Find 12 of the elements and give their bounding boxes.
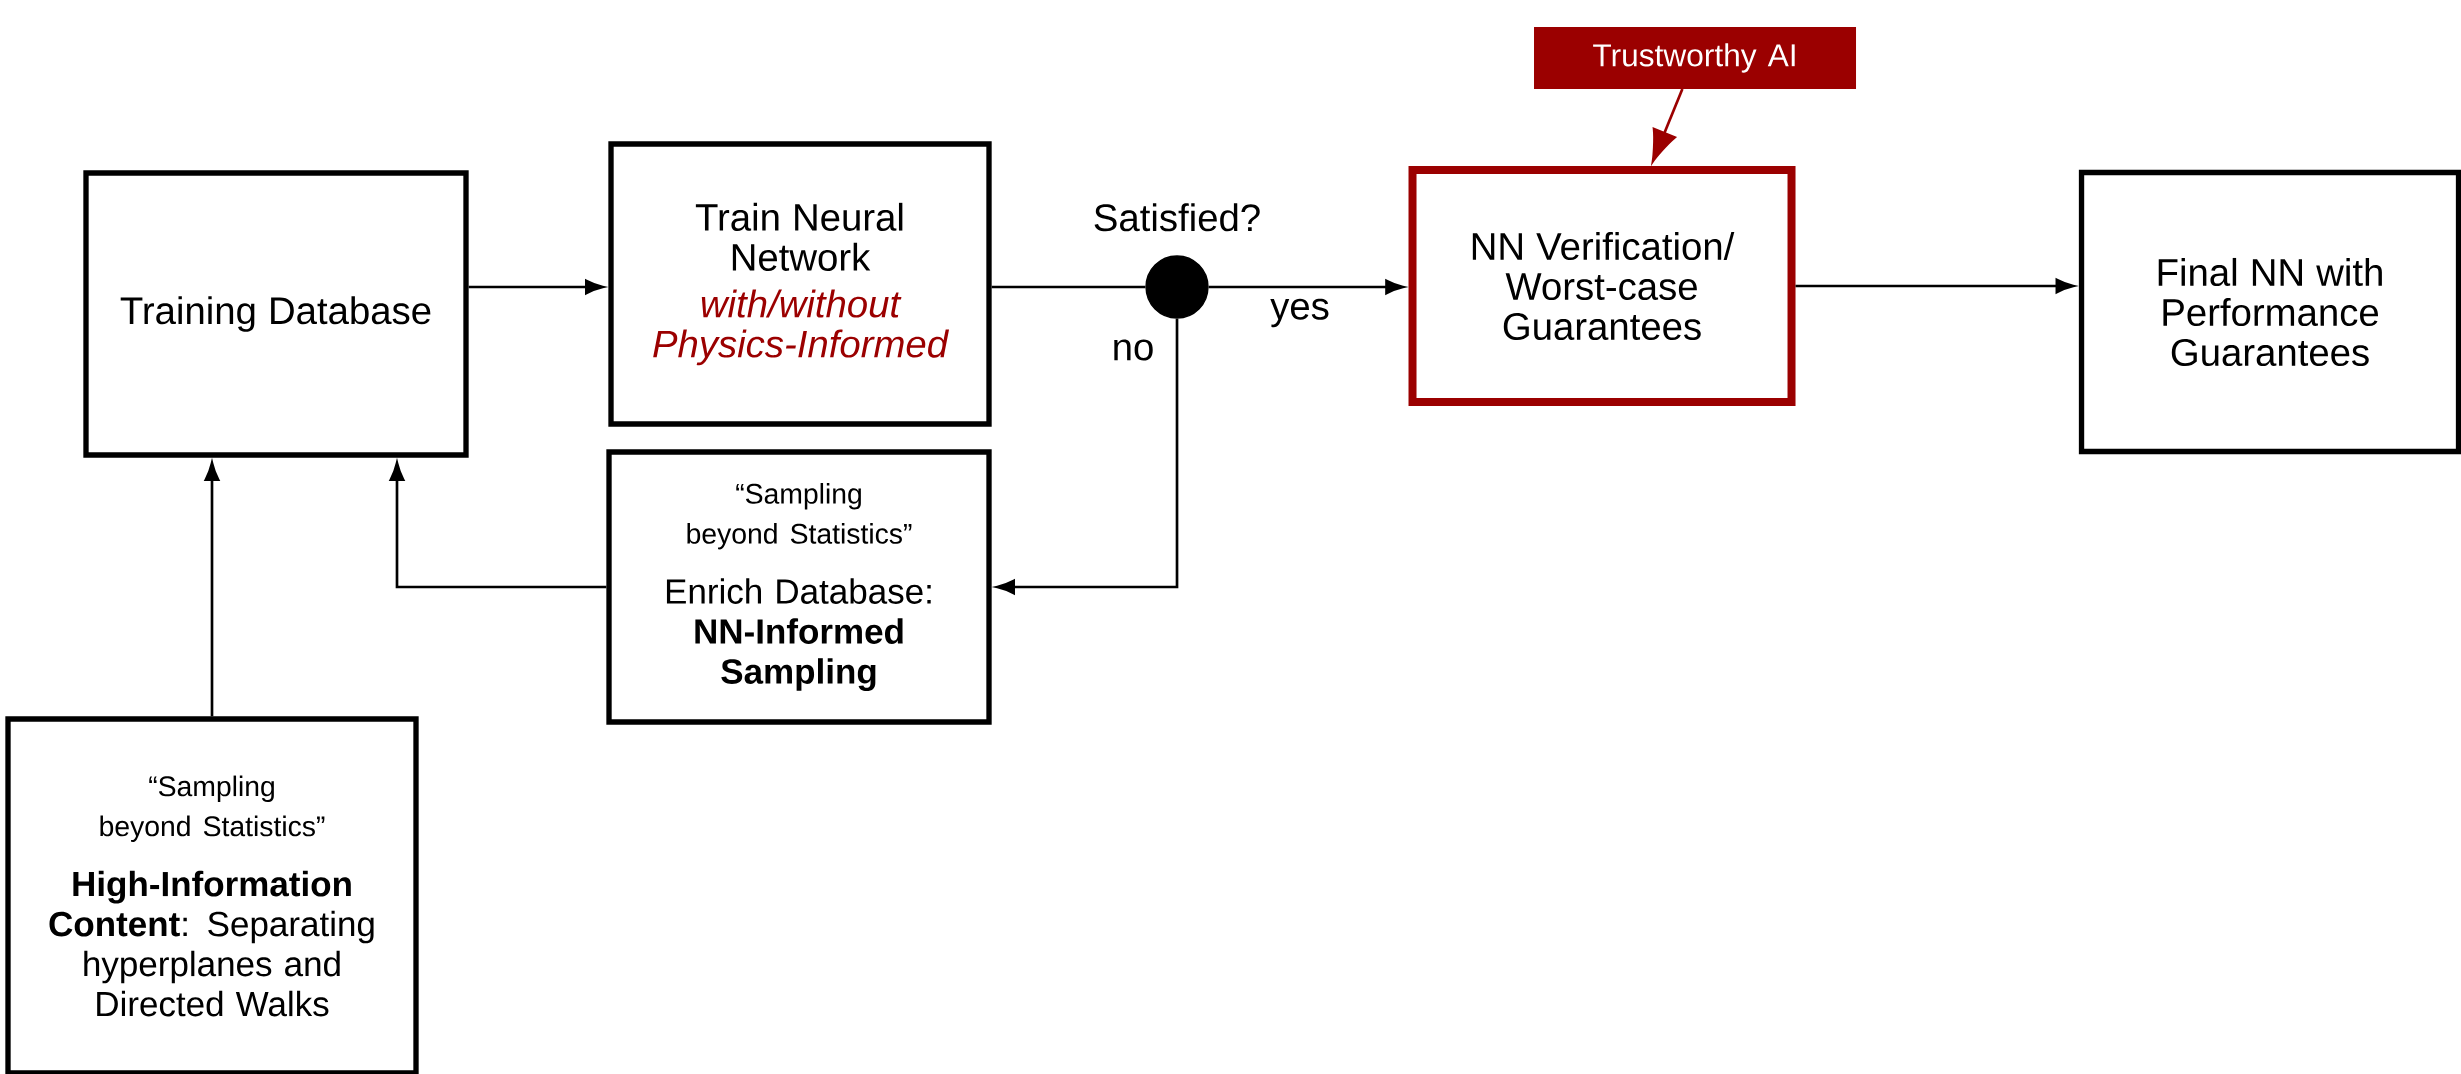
callout-tag: Trustworthy AI: [1534, 27, 1856, 89]
process-box: Training Database: [83, 170, 469, 458]
question-label: Satisfied?: [1094, 203, 1260, 232]
arrow: [1651, 88, 1684, 163]
decision-dot: [1145, 255, 1209, 319]
process-box: “Sampling beyond Statistics” High-Information Content: Separating hyperplanes and Directed Walks: [5, 716, 419, 1074]
edge-label: yes: [1266, 295, 1334, 331]
process-box: Final NN with Performance Guarantees: [2078, 169, 2461, 455]
verification-box: NN Verification/ Worst-case Guarantees: [1408, 166, 1796, 406]
process-box: Train Neural Network with/without Physics-Informed: [608, 141, 992, 427]
edge-label: no: [1108, 336, 1158, 364]
process-box: “Sampling beyond Statistics” Enrich Database: NN-Informed Sampling: [606, 449, 992, 725]
